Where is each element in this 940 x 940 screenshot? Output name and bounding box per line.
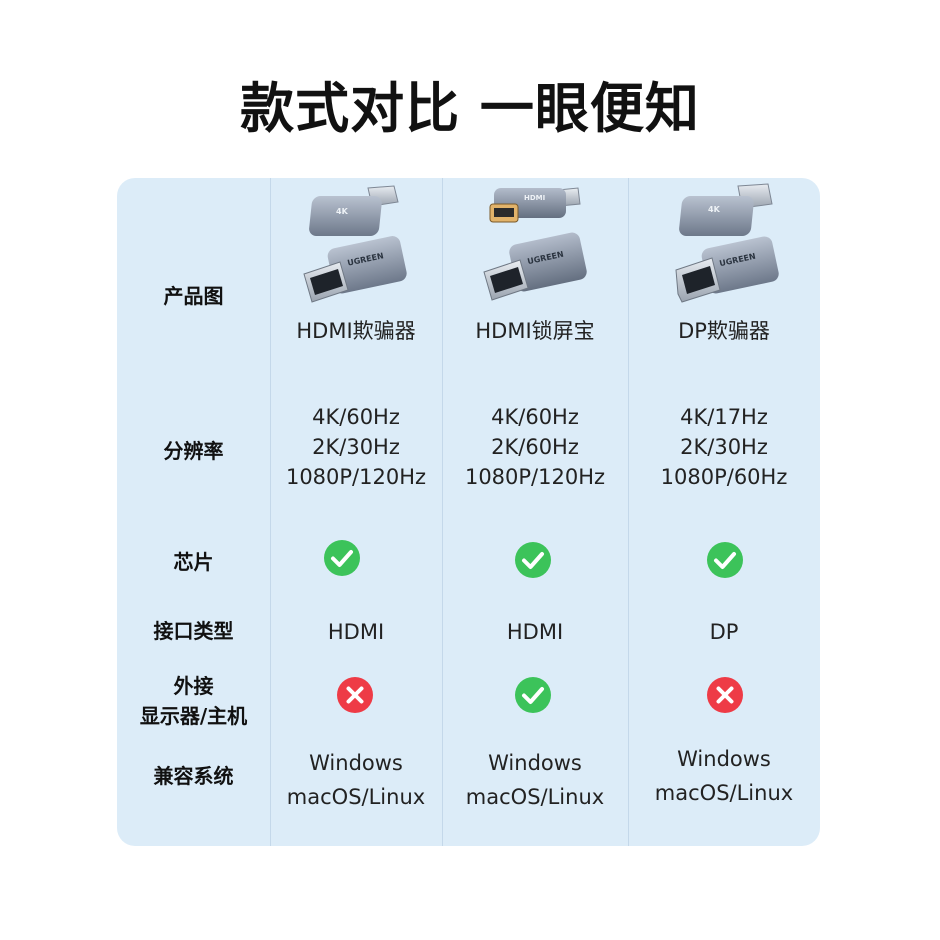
row-label-interface: 接口类型	[153, 619, 234, 643]
resolution-cell: 4K/17Hz 2K/30Hz 1080P/60Hz	[628, 402, 820, 492]
resolution-value: 4K/17Hz	[680, 405, 768, 429]
os-value: macOS/Linux	[465, 785, 605, 809]
interface-value: DP	[709, 620, 739, 644]
row-label-external-line2: 显示器/主机	[139, 704, 248, 728]
os-cell: Windows macOS/Linux	[270, 746, 442, 814]
os-value: Windows	[677, 747, 771, 771]
resolution-value: 2K/30Hz	[312, 435, 400, 459]
os-cell: Windows macOS/Linux	[628, 742, 820, 810]
svg-text:4K: 4K	[708, 205, 721, 214]
column-divider	[628, 178, 629, 846]
row-label-os: 兼容系统	[153, 764, 234, 788]
product-image-hdmi-dummy: 4K UGREEN	[296, 182, 416, 310]
os-value: Windows	[488, 751, 582, 775]
column-divider	[270, 178, 271, 846]
resolution-cell: 4K/60Hz 2K/30Hz 1080P/120Hz	[270, 402, 442, 492]
column-divider	[442, 178, 443, 846]
row-label-external: 外接 显示器/主机	[117, 671, 270, 731]
resolution-value: 4K/60Hz	[312, 405, 400, 429]
resolution-value: 1080P/60Hz	[660, 465, 788, 489]
resolution-value: 1080P/120Hz	[464, 465, 606, 489]
check-icon	[324, 540, 360, 576]
resolution-value: 2K/60Hz	[491, 435, 579, 459]
row-label-external-line1: 外接	[173, 674, 214, 698]
product-name: HDMI欺骗器	[296, 319, 416, 343]
product-name: DP欺骗器	[678, 319, 770, 343]
product-image-dp-dummy: 4K UGREEN	[668, 182, 788, 310]
resolution-cell: 4K/60Hz 2K/60Hz 1080P/120Hz	[442, 402, 628, 492]
interface-value: HDMI	[506, 620, 564, 644]
check-icon	[515, 677, 551, 713]
resolution-value: 4K/60Hz	[491, 405, 579, 429]
page-title: 款式对比 一眼便知	[240, 77, 700, 140]
resolution-value: 1080P/120Hz	[285, 465, 427, 489]
os-value: macOS/Linux	[286, 785, 426, 809]
row-label-image: 产品图	[163, 284, 224, 308]
check-icon	[515, 542, 551, 578]
os-value: Windows	[309, 751, 403, 775]
os-cell: Windows macOS/Linux	[442, 746, 628, 814]
resolution-value: 2K/30Hz	[680, 435, 768, 459]
interface-value: HDMI	[327, 620, 385, 644]
row-label-chip: 芯片	[173, 550, 214, 574]
product-image-hdmi-lock: HDMI UGREEN	[476, 182, 596, 310]
check-icon	[707, 542, 743, 578]
row-label-resolution: 分辨率	[163, 439, 224, 463]
svg-text:HDMI: HDMI	[524, 194, 545, 202]
os-value: macOS/Linux	[654, 781, 794, 805]
product-name: HDMI锁屏宝	[475, 319, 595, 343]
svg-text:4K: 4K	[336, 207, 349, 216]
cross-icon	[707, 677, 743, 713]
cross-icon	[337, 677, 373, 713]
